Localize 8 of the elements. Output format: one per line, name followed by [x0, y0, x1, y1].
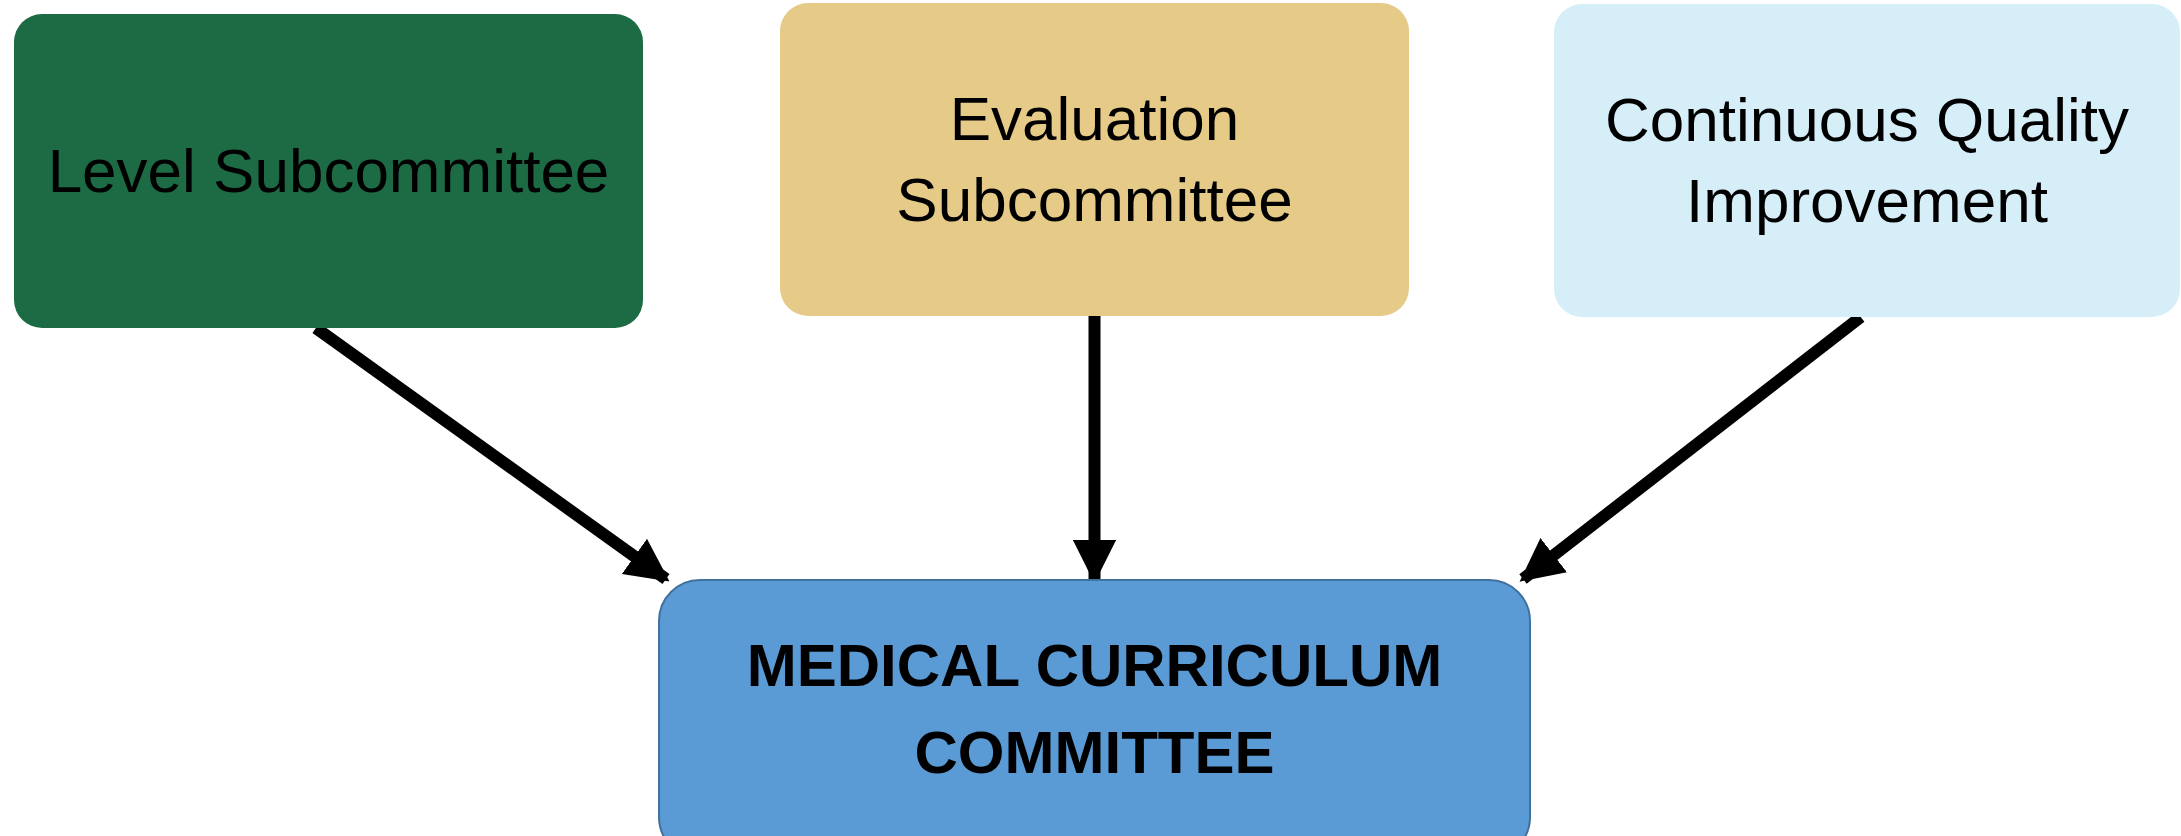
process-box [658, 579, 1531, 836]
process-box [1554, 4, 2180, 317]
box-label: Evaluation Subcommittee [895, 82, 1294, 236]
process-box [780, 3, 1409, 316]
process-box [14, 14, 643, 328]
box-label: MEDICAL CURRICULUM COMMITTEE [745, 631, 1444, 788]
box-label: Continuous Quality Improvement [1604, 83, 2130, 237]
box-label: Level Subcommittee [47, 134, 610, 207]
